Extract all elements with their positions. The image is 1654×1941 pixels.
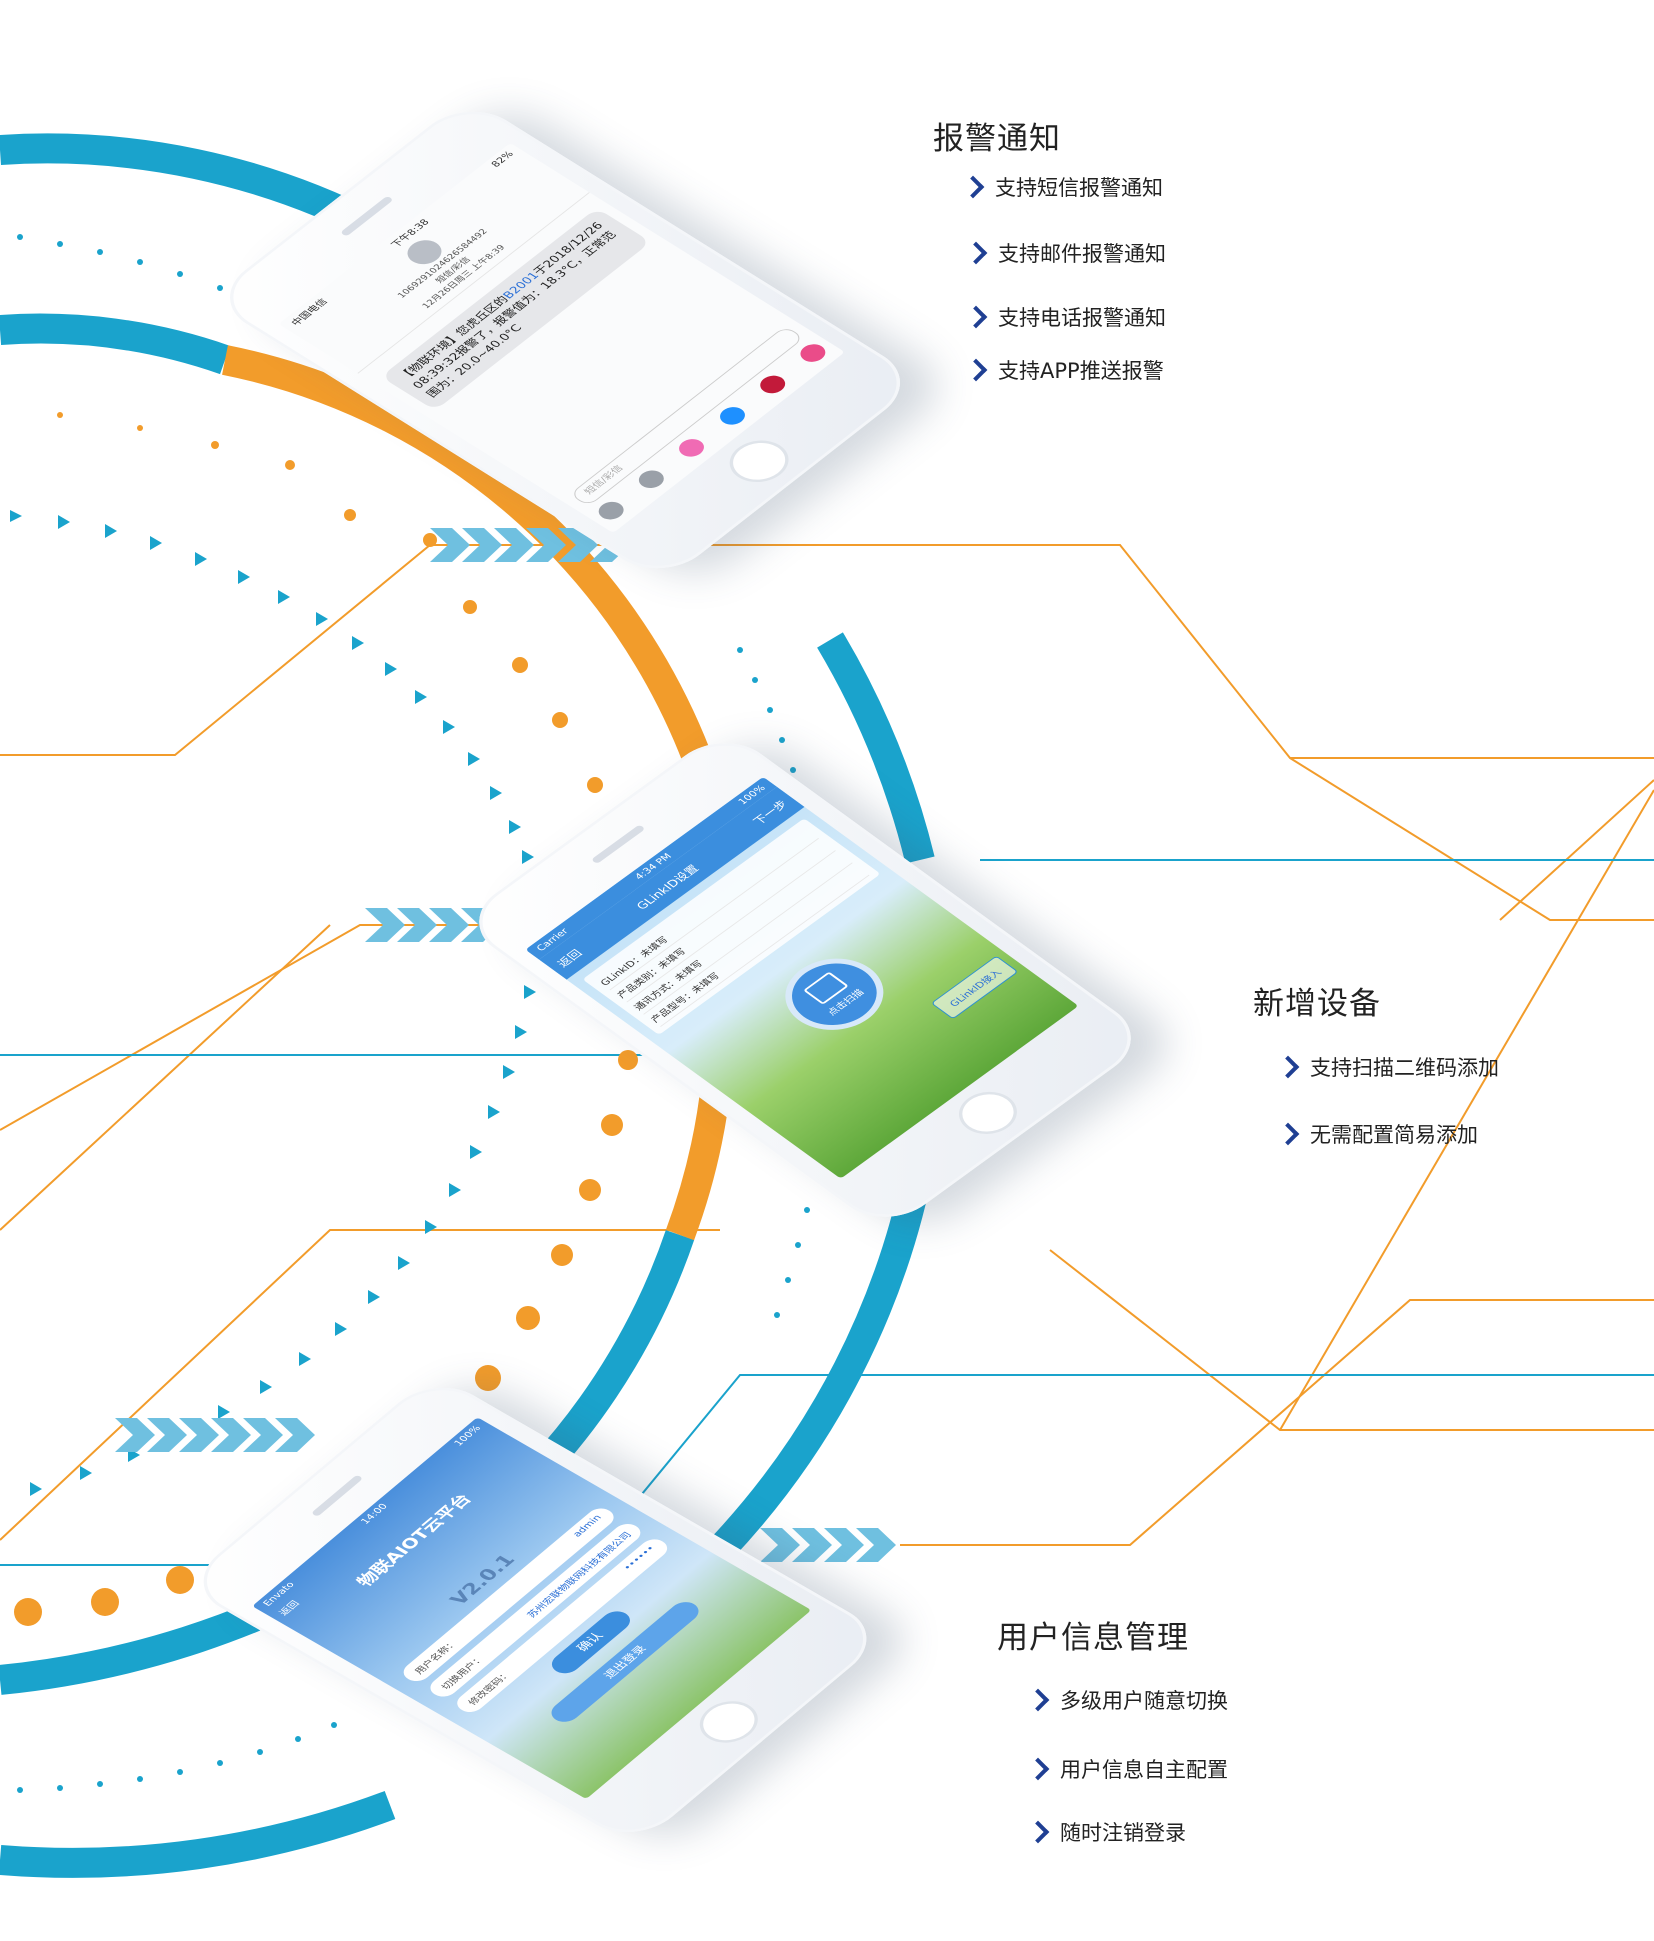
app-store-icon[interactable] [633, 466, 670, 492]
chevron-right-icon [961, 175, 985, 199]
feature-label: 支持邮件报警通知 [998, 242, 1166, 266]
chevron-right-icon [1026, 1820, 1050, 1844]
chevron-right-icon [1026, 1757, 1050, 1781]
chevron-right-icon [964, 358, 988, 382]
chevron-right-icon [964, 305, 988, 329]
glinkid-access-button[interactable]: GLinkID接入 [930, 955, 1019, 1020]
field-value: •••••• [621, 1544, 658, 1573]
feature-item: 支持扫描二维码添加 [1276, 1052, 1499, 1082]
speaker [339, 195, 394, 237]
heart-icon[interactable] [795, 340, 831, 366]
music-icon[interactable] [754, 372, 791, 397]
next-button[interactable]: 下一步 [750, 797, 790, 827]
chevron-right-icon [1276, 1055, 1300, 1079]
section-title-add-device: 新增设备 [1253, 986, 1381, 1022]
feature-item: 用户信息自主配置 [1026, 1754, 1228, 1784]
feature-item: 支持邮件报警通知 [964, 238, 1166, 268]
home-button[interactable] [692, 1696, 766, 1748]
feature-item: 支持APP推送报警 [964, 355, 1164, 385]
back-button[interactable]: 返回 [554, 947, 585, 970]
feature-item: 随时注销登录 [1026, 1817, 1186, 1847]
feature-label: 支持扫描二维码添加 [1310, 1056, 1499, 1080]
photos-icon[interactable] [674, 435, 710, 460]
field-value: admin [571, 1513, 605, 1539]
section-title-alert: 报警通知 [933, 121, 1061, 157]
feature-label: 支持短信报警通知 [995, 176, 1163, 200]
message-input[interactable]: 短信/彩信 [569, 325, 805, 507]
feature-label: 随时注销登录 [1060, 1821, 1186, 1845]
feature-label: 支持APP推送报警 [998, 359, 1164, 383]
chevron-right-icon [1276, 1122, 1300, 1146]
chevron-right-icon [1026, 1688, 1050, 1712]
home-button[interactable] [722, 435, 796, 488]
feature-item: 多级用户随意切换 [1026, 1685, 1228, 1715]
speaker [590, 824, 646, 865]
feature-label: 用户信息自主配置 [1060, 1758, 1228, 1782]
feature-label: 支持电话报警通知 [998, 306, 1166, 330]
feature-item: 无需配置简易添加 [1276, 1119, 1478, 1149]
chevron-right-icon [964, 241, 988, 265]
scan-button[interactable]: 点击扫描 [764, 943, 904, 1045]
appstore-icon[interactable] [714, 403, 750, 429]
feature-item: 支持电话报警通知 [964, 302, 1166, 332]
section-title-user-info: 用户信息管理 [997, 1620, 1189, 1656]
speaker [310, 1474, 364, 1517]
feature-label: 多级用户随意切换 [1060, 1689, 1228, 1713]
feature-label: 无需配置简易添加 [1310, 1123, 1478, 1147]
feature-item: 支持短信报警通知 [961, 172, 1163, 202]
camera-icon[interactable] [593, 498, 629, 524]
home-button[interactable] [951, 1086, 1025, 1140]
